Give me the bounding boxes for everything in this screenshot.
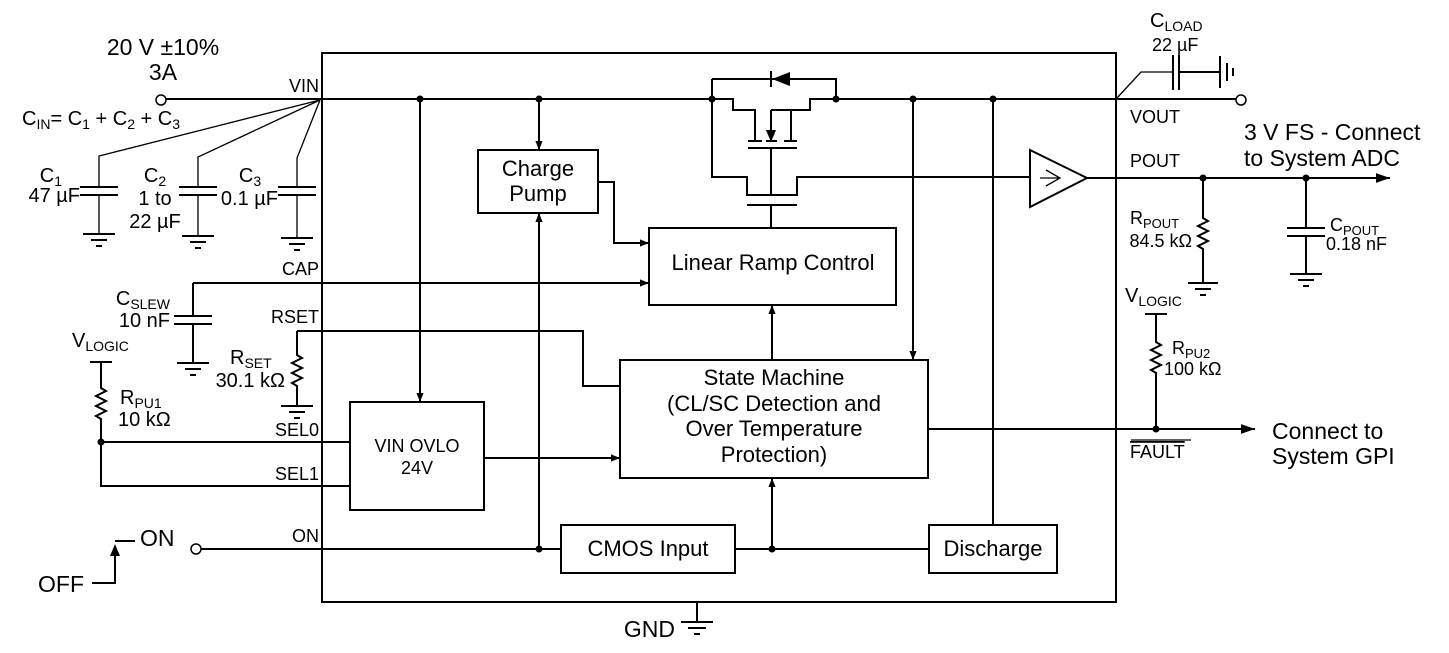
cslew-label: CSLEW [116,288,171,312]
cload-label: CLOAD [1150,10,1203,34]
pin-sel1: SEL1 [275,464,319,484]
svg-text:Pump: Pump [509,181,566,206]
svg-text:CMOS Input: CMOS Input [587,536,708,561]
discharge-block: Discharge [928,524,1058,574]
cload-capacitor [1172,55,1234,90]
input-cap-wiring [98,99,321,237]
svg-text:Over Temperature: Over Temperature [686,416,863,441]
switch-on-label: ON [140,525,175,551]
svg-text:Discharge: Discharge [943,536,1042,561]
cin-equation: CIN= C1 + C2 + C3 [22,108,180,132]
switch-off-label: OFF [38,571,84,597]
rset-value: 30.1 kΩ [216,370,285,392]
charge-pump-block: Charge Pump [477,149,599,214]
cpout-value: 0.18 nF [1326,234,1387,254]
ic-outline [321,52,1117,603]
ground-icon [83,233,313,251]
switch-arrow-icon [110,544,120,556]
amplifier-symbol [1040,169,1062,187]
pin-sel0: SEL0 [275,420,319,440]
rpout-resistor [1188,178,1218,296]
junction-dot [1152,425,1160,433]
c1-label: C1 [40,165,62,189]
pin-vout: VOUT [1130,107,1180,127]
pin-on: ON [292,526,319,546]
on-terminal [190,543,202,555]
linear-ramp-control-block: Linear Ramp Control [648,227,897,306]
pin-pout: POUT [1130,151,1180,171]
pin-vin: VIN [289,76,319,96]
cpout-capacitor [1287,178,1325,287]
cslew-capacitor [174,283,212,376]
rpu2-value: 100 kΩ [1164,359,1222,379]
amplifier-icon [1029,148,1090,209]
rpu2-label: RPU2 [1172,338,1210,361]
rpout-label: RPOUT [1130,208,1179,231]
body-diode-icon [772,72,790,86]
vin-terminal [155,94,167,106]
cload-wire [1115,71,1172,100]
cslew-value: 10 nF [119,310,170,332]
junction-dot [708,95,716,103]
pin-fault: FAULT [1130,442,1185,462]
gpi-label-1: Connect to [1272,418,1383,444]
c2-label: C2 [144,165,166,189]
adc-label-1: 3 V FS - Connect [1244,119,1421,145]
svg-text:Protection): Protection) [721,442,827,467]
rpu1-value: 10 kΩ [118,409,171,431]
rset-label: RSET [230,347,272,371]
gpi-label-2: System GPI [1272,443,1395,469]
pin-rset: RSET [271,307,319,327]
cload-value: 22 µF [1152,35,1198,55]
c2-value-2: 22 µF [129,211,181,233]
charge-pump-out [598,181,649,247]
supply-current: 3A [149,59,178,85]
junction-dot [832,95,840,103]
state-machine-block: State Machine (CL/SC Detection and Over … [619,359,929,479]
vlogic-label-right: VLOGIC [1125,285,1182,309]
vin-ovlo-block: VIN OVLO 24V [349,401,485,511]
input-cap-plates [80,186,316,196]
svg-text:(CL/SC Detection and: (CL/SC Detection and [667,391,881,416]
c1-value: 47 µF [28,185,80,207]
vout-terminal [1235,94,1247,106]
svg-text:Charge: Charge [502,156,574,181]
ground-icon [681,602,713,635]
pin-gnd: GND [624,616,675,642]
cmos-input-block: CMOS Input [560,524,736,574]
rset-net [297,330,620,387]
c3-label: C3 [239,165,261,189]
supply-voltage: 20 V ±10% [107,34,219,60]
rpu2-resistor [1145,313,1167,429]
on-off-switch[interactable] [92,540,135,584]
c2-value-1: 1 to [138,188,171,210]
svg-text:State Machine: State Machine [704,365,845,390]
rpu1-label: RPU1 [120,387,162,411]
pin-cap: CAP [282,259,319,279]
junction-dot [97,438,105,446]
cpout-label: CPOUT [1330,215,1379,238]
svg-text:Linear Ramp Control: Linear Ramp Control [672,250,875,275]
svg-text:VIN OVLO: VIN OVLO [374,436,459,456]
vlogic-label-left: VLOGIC [72,330,129,354]
pass-mosfet [708,71,1241,228]
rpout-value: 84.5 kΩ [1130,231,1193,251]
c3-value: 0.1 µF [221,188,278,210]
rset-resistor [281,331,313,419]
svg-text:24V: 24V [401,458,433,478]
adc-label-2: to System ADC [1244,145,1400,171]
